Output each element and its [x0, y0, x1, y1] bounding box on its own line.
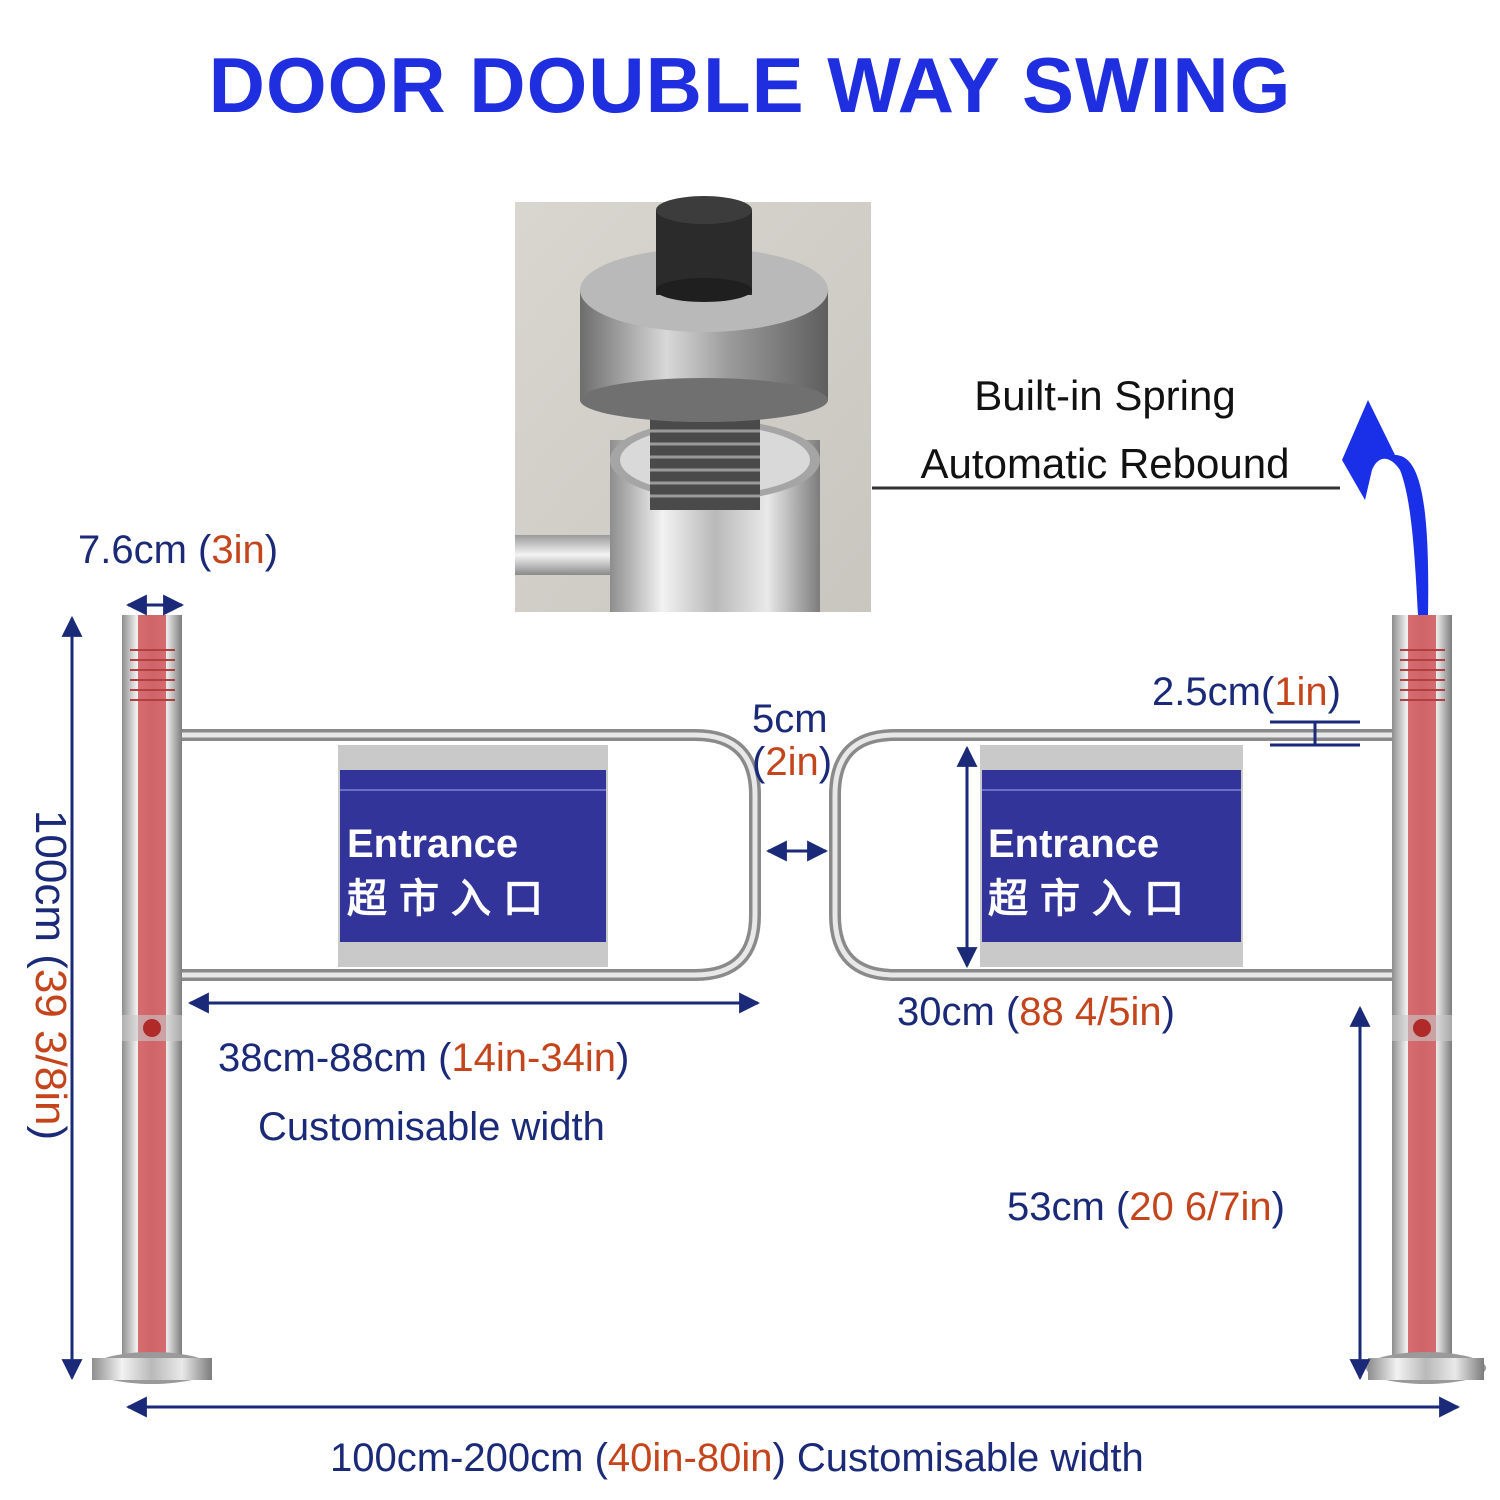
left-sign-line2: 超市入口	[347, 877, 555, 921]
callout-line2: Automatic Rebound	[920, 440, 1290, 487]
height-label: 100cm (39 3/8in)	[26, 809, 75, 1141]
right-sign-line2: 超市入口	[988, 877, 1196, 921]
rotation-arrow-icon	[1342, 400, 1429, 615]
right-sign-line1: Entrance	[988, 822, 1160, 866]
left-sign-line1: Entrance	[347, 822, 519, 866]
arm-height-label: 30cm (88 4/5in)	[897, 990, 1175, 1034]
tube-diameter-label: 2.5cm(1in)	[1152, 670, 1341, 714]
callout-line1: Built-in Spring	[974, 372, 1236, 419]
left-sign	[338, 745, 608, 967]
gap-label-imperial: (2in)	[752, 740, 833, 784]
total-width-label: 100cm-200cm (40in-80in) Customisable wid…	[330, 1436, 1144, 1480]
arm-width-note: Customisable width	[258, 1105, 605, 1149]
gap-label-metric: 5cm	[752, 697, 828, 741]
right-swing-arm	[829, 729, 1392, 981]
left-swing-arm	[182, 729, 761, 981]
spring-photo	[515, 196, 871, 612]
right-post	[1366, 615, 1486, 1384]
dimension-lines	[61, 594, 1461, 1418]
right-sign	[980, 745, 1243, 967]
page-title: DOOR DOUBLE WAY SWING	[208, 41, 1292, 129]
left-post	[92, 615, 212, 1384]
post-width-label: 7.6cm (3in)	[78, 528, 279, 572]
clearance-label: 53cm (20 6/7in)	[1007, 1185, 1285, 1229]
arm-width-label: 38cm-88cm (14in-34in)	[218, 1036, 630, 1080]
